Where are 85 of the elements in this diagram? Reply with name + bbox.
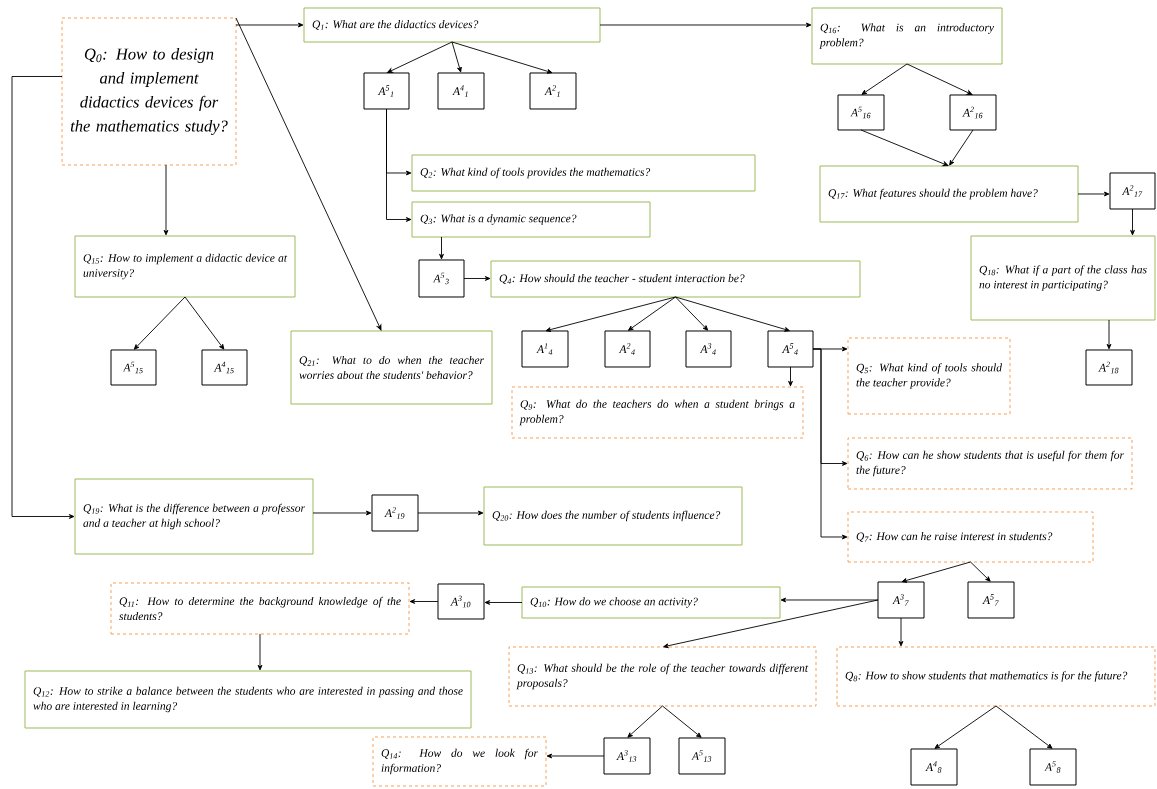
arrow (627, 705, 663, 738)
answer-box: A$^{3}$10 (437, 583, 485, 620)
arrow (409, 599, 439, 604)
question-box: Q$_{7}$: How can he raise interest in students? (847, 511, 1094, 563)
arrow (451, 41, 553, 74)
arrow (898, 617, 904, 647)
question-box: Q$_{5}$: What kind of tools should the teacher provide? (847, 337, 1011, 415)
arrow (995, 705, 1053, 749)
answer-box: A$^{5}$8 (1029, 748, 1077, 786)
arrow (386, 108, 412, 222)
arrow (906, 63, 973, 95)
question-box: Q$_{18}$: What if a part of the class has no interest in participating? (970, 235, 1156, 321)
question-box: Q$_{6}$: How can he show students that is useful for them for the future? (847, 437, 1133, 490)
arrow (257, 633, 263, 671)
arrow (387, 41, 453, 73)
arrow (662, 705, 702, 738)
arrow (235, 22, 304, 28)
question-box: Q$_{10}$: How do we choose an activity? (521, 586, 781, 619)
question-box: Q$_{15}$: How to implement a didactic device at university? (74, 235, 296, 298)
question-box: Q$_{3}$: What is a dynamic sequence? (411, 201, 651, 238)
question-box: Q$_{16}$: What is an introductory problem? (811, 7, 1003, 65)
arrow (812, 348, 848, 540)
arrow (451, 41, 462, 73)
question-box: Q$_{12}$: How to strike a balance between the students who are interested in passing and those who are interested in learning? (24, 670, 472, 729)
arrow (484, 600, 523, 605)
answer-box: A$^{2}$19 (371, 494, 419, 532)
answer-box: A$^{2}$18 (1085, 349, 1133, 386)
arrow (934, 705, 997, 749)
answer-box: A$^{2}$16 (949, 94, 997, 131)
question-box: Q$_{9}$: What do the teachers do when a student brings a problem? (511, 386, 804, 439)
arrow (439, 236, 444, 260)
question-box: Q$_{2}$: What kind of tools provides the mathematics? (411, 154, 756, 192)
arrow (417, 510, 484, 516)
question-box: Q$_{1}$: What are the didactics devices? (303, 7, 601, 43)
arrow (860, 129, 949, 167)
arrow (949, 129, 974, 166)
question-box: Q$_{8}$: How to show students that mathematics is for the future? (836, 646, 1156, 707)
answer-box: A$^{4}$8 (910, 748, 958, 786)
answer-box: A$^{5}$16 (837, 94, 885, 131)
arrow (163, 164, 169, 236)
answer-box: A$^{1}$4 (521, 330, 569, 368)
arrow (1130, 208, 1135, 236)
arrow (546, 753, 605, 759)
answer-box: A$^{5}$4 (767, 330, 814, 368)
answer-box: A$^{2}$1 (529, 72, 577, 110)
arrow (663, 599, 879, 649)
answer-box: A$^{4}$15 (201, 349, 248, 386)
answer-box: A$^{3}$13 (603, 737, 651, 775)
answer-box: A$^{3}$4 (685, 330, 732, 368)
arrow (861, 63, 908, 95)
arrow (780, 597, 879, 603)
answer-box: A$^{5}$15 (110, 349, 157, 386)
arrow (312, 510, 372, 516)
answer-box: A$^{5}$7 (967, 581, 1015, 619)
answer-box: A$^{2}$17 (1109, 172, 1156, 210)
question-box: Q$_{19}$: What is the difference between a professor and a teacher at high school? (74, 478, 314, 555)
question-box: Q$_{4}$: How should the teacher - student interaction be? (490, 260, 861, 298)
arrow (675, 296, 790, 332)
arrow (1106, 319, 1112, 350)
question-box: Q$_{14}$: How do we look for information? (372, 736, 547, 787)
answer-box: A$^{3}$7 (877, 581, 925, 619)
question-box: Q$_{20}$: How does the number of students influence? (483, 486, 743, 546)
arrow (11, 76, 75, 519)
question-box: Q$_{21}$: What to do when the teacher worries about the students' behavior? (290, 330, 493, 405)
arrow (463, 276, 491, 281)
answer-box: A$^{4}$1 (437, 72, 485, 110)
question-box: Q$_{11}$: How to determine the background knowledge of the students? (110, 582, 410, 635)
arrow (599, 22, 812, 28)
arrow (545, 296, 676, 332)
arrow (184, 296, 225, 350)
answer-box: A$^{5}$1 (363, 72, 410, 110)
arrow (628, 296, 676, 331)
arrow (235, 17, 382, 331)
arrow (788, 366, 793, 387)
arrow (970, 561, 991, 582)
arrow (133, 296, 186, 350)
answer-box: A$^{5}$13 (678, 737, 726, 775)
arrow (901, 561, 971, 583)
question-box: Q$_{0}$: How to design and implement didactics devices for the mathematics study? (61, 17, 237, 166)
answer-box: A$^{2}$4 (604, 330, 651, 368)
arrow (675, 296, 709, 331)
arrow (1077, 191, 1110, 197)
question-box: Q$_{17}$: What features should the problem have? (819, 165, 1079, 223)
answer-box: A$^{5}$3 (418, 259, 465, 298)
question-box: Q$_{13}$: What should be the role of the teacher towards different proposals? (508, 646, 817, 707)
